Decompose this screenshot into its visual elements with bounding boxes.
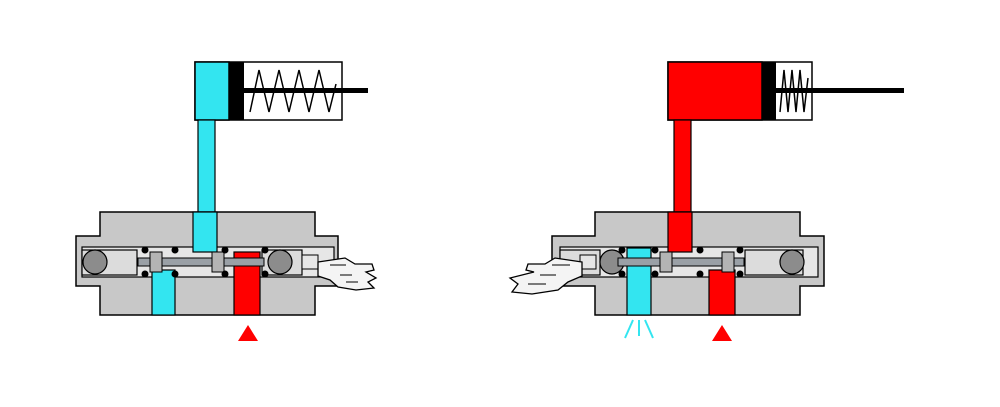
cylinder-chamber-left: [194, 61, 230, 121]
pointing-hand-icon: [508, 257, 583, 295]
spool-left: [137, 257, 265, 267]
valve-body-left: [75, 211, 339, 316]
pressure-supply-arrow-icon: [238, 325, 258, 341]
piston-rod-left: [244, 88, 368, 93]
return-spring-icon: [249, 69, 337, 113]
exhaust-port-left: [151, 269, 176, 316]
spool-right: [617, 257, 745, 267]
pressure-supply-arrow-icon: [712, 325, 732, 341]
piston-rod-right: [776, 88, 904, 93]
piston-left: [229, 62, 244, 120]
right-panel: [508, 61, 904, 341]
cylinder-chamber-right: [667, 61, 763, 121]
piston-right: [762, 62, 776, 120]
valve-body-right: [551, 211, 825, 316]
cylinder-left: [194, 61, 368, 121]
pressure-port-right: [708, 269, 736, 316]
cylinder-right: [667, 61, 904, 121]
left-panel: [75, 61, 378, 341]
pointing-hand-icon: [317, 257, 378, 291]
return-spring-icon: [779, 69, 809, 113]
exhaust-flow-icon: [624, 319, 654, 339]
